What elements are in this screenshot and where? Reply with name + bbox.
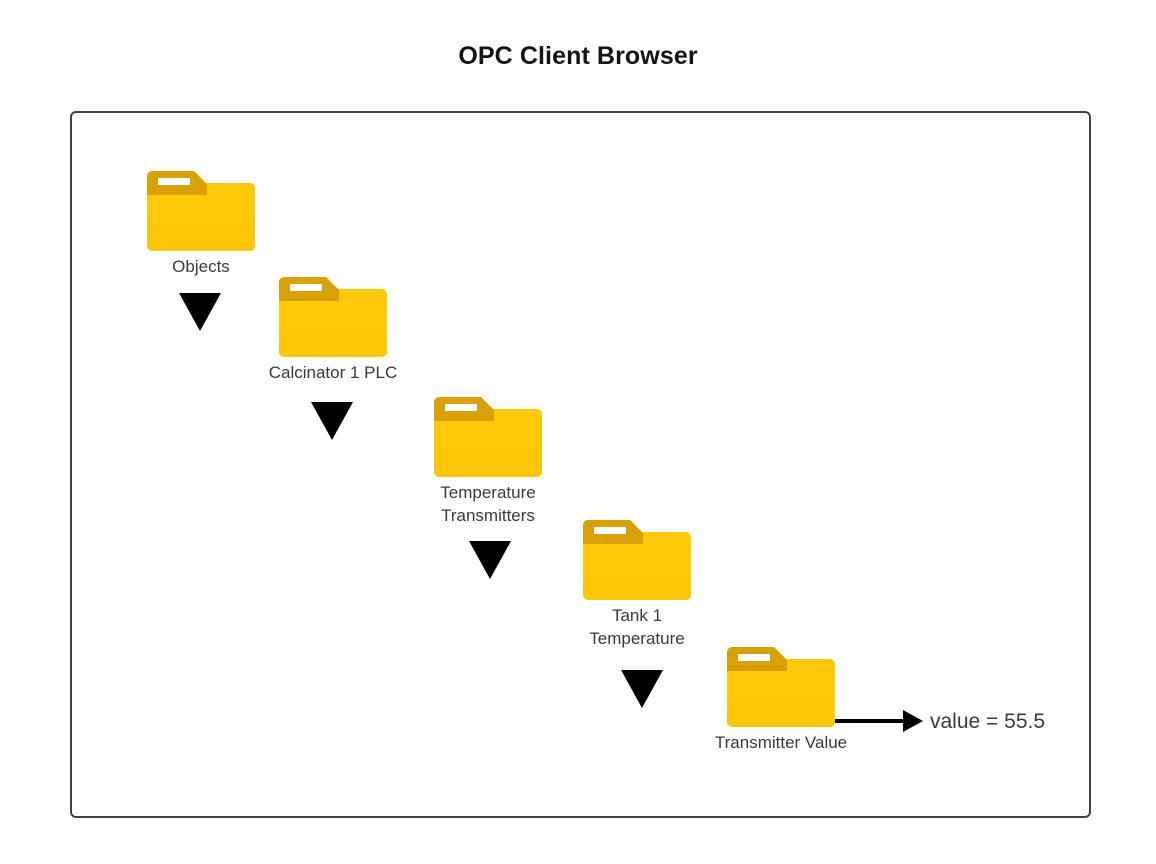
diagram-frame: Objects Calcinator 1 PLC Temperature Tra… (70, 111, 1091, 818)
down-arrow-icon (469, 541, 511, 579)
down-arrow-icon (621, 670, 663, 708)
right-arrow-icon (903, 710, 923, 732)
folder-icon (583, 520, 691, 600)
folder-slot (738, 654, 770, 661)
folder-slot (445, 404, 477, 411)
folder-icon (279, 277, 387, 357)
down-arrow-icon (311, 402, 353, 440)
value-readout-label: value = 55.5 (930, 710, 1046, 733)
tree-node-calcinator-1-plc[interactable]: Calcinator 1 PLC (269, 277, 397, 382)
folder-icon (434, 397, 542, 477)
value-arrow-line (835, 719, 903, 723)
tree-node-transmitter-value[interactable]: Transmitter Value (715, 647, 847, 752)
tree-node-label: Transmitter Value (714, 733, 848, 752)
tree-node-label: Calcinator 1 PLC (268, 363, 398, 382)
folder-slot (594, 527, 626, 534)
tree-node-temperature-transmitters[interactable]: Temperature Transmitters (434, 397, 542, 525)
tree-node-label: Objects (172, 257, 230, 276)
tree-node-label: Tank 1 Temperature (589, 606, 685, 648)
folder-icon (727, 647, 835, 727)
folder-slot (290, 284, 322, 291)
tree-node-label: Temperature Transmitters (440, 483, 536, 525)
down-arrow-icon (179, 293, 221, 331)
page-title: OPC Client Browser (458, 42, 698, 70)
folder-slot (158, 178, 190, 185)
tree-node-tank-1-temperature[interactable]: Tank 1 Temperature (583, 520, 691, 648)
folder-icon (147, 171, 255, 251)
tree-node-objects[interactable]: Objects (147, 171, 255, 276)
